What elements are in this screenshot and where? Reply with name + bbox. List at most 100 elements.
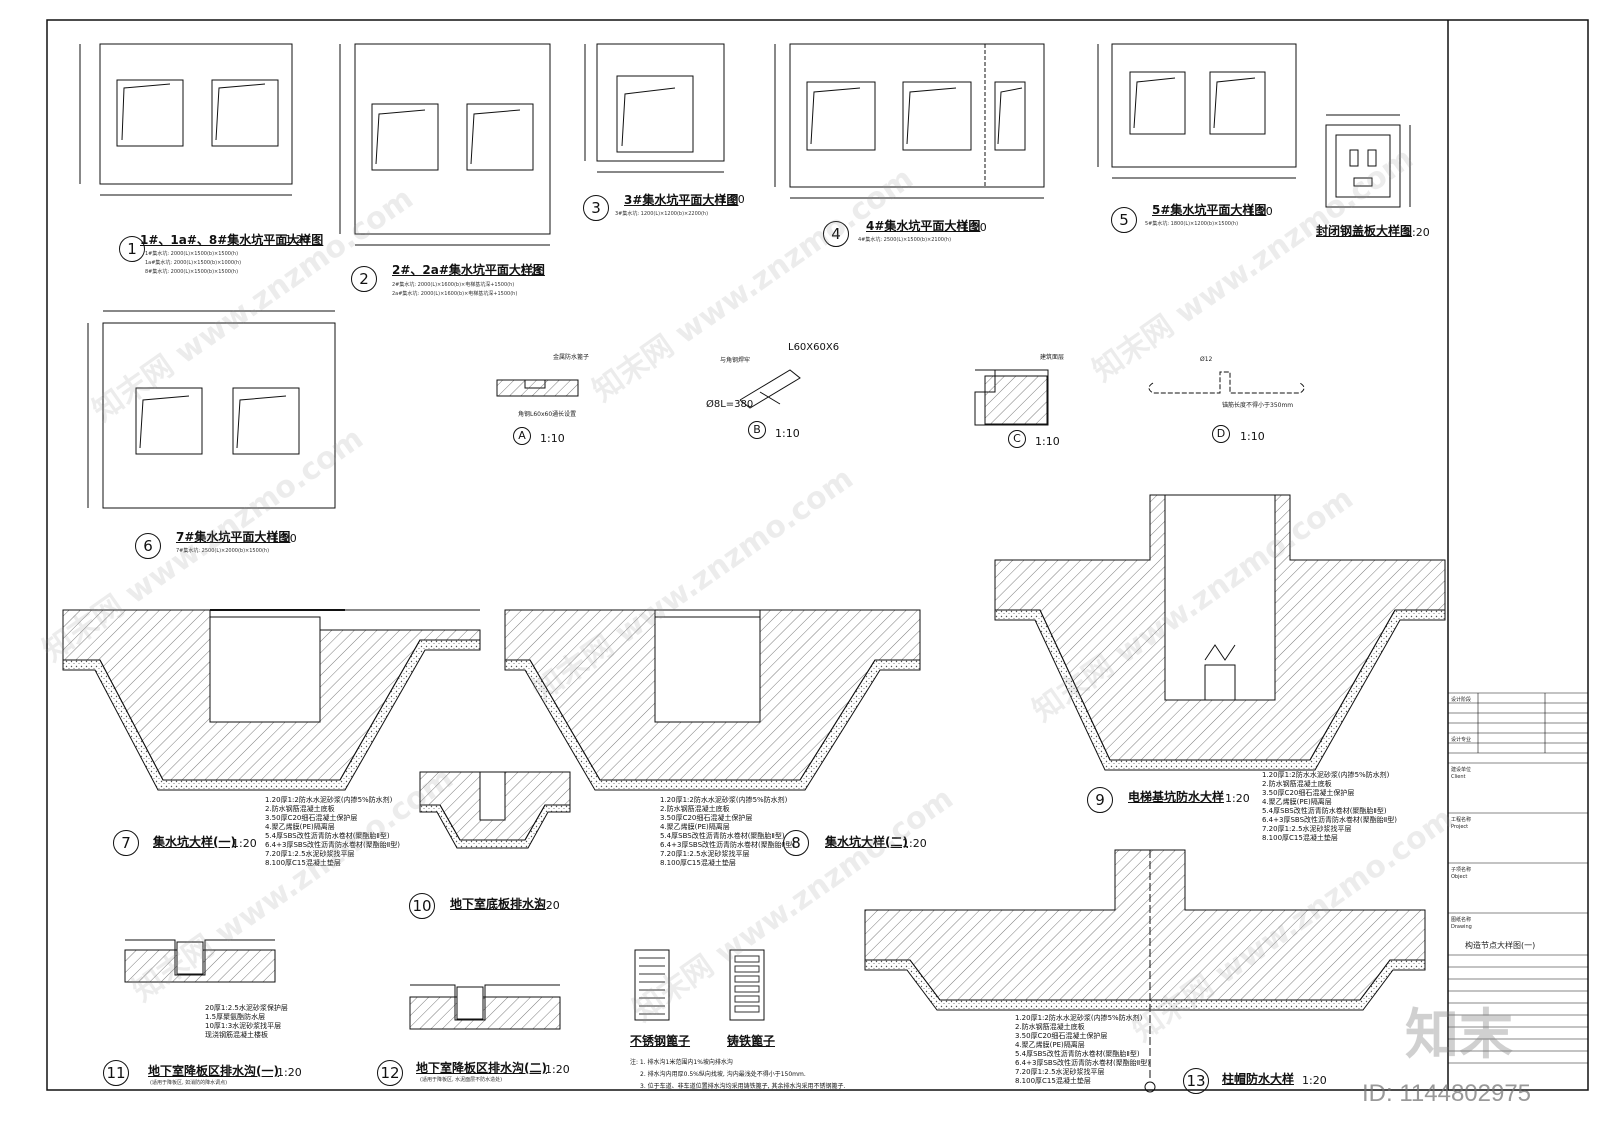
detail-number: 12 [377, 1060, 403, 1086]
title-block-label: Client [1451, 774, 1466, 780]
detail-title: 集水坑大样(一) [153, 835, 236, 849]
detail-number: 4 [823, 221, 849, 247]
layer-item: 5.4厚SBS改性沥青防水卷材(聚酯胎Ⅱ型) [1262, 807, 1387, 815]
layer-item: 7.20厚1:2.5水泥砂浆找平层 [660, 850, 750, 858]
layer-item: 6.4+3厚SBS改性沥青防水卷材(聚酯胎Ⅱ型) [1015, 1059, 1150, 1067]
detail-label: 锚筋长度不得小于350mm [1222, 402, 1294, 409]
layer-item: 1.5厚聚氨酯防水层 [205, 1013, 266, 1021]
title-block-label: 工程名称 [1451, 817, 1472, 823]
detail-number: B [748, 421, 766, 439]
layer-item: 4.聚乙烯膜(PE)隔离层 [1262, 798, 1332, 806]
general-note: 注: 1. 排水沟1米范围内1%坡向排水沟 [630, 1059, 733, 1066]
detail-scale: 1:20 [520, 265, 545, 278]
detail-label: 建筑面层 [1040, 354, 1065, 361]
detail-note: 7#集水坑: 2500(L)×2000(b)×1500(h) [176, 548, 270, 554]
detail-number: 2 [351, 266, 377, 292]
layer-item: 2.防水钢筋混凝土底板 [660, 805, 730, 813]
detail-note: 8#集水坑: 2000(L)×1500(b)×1500(h) [145, 269, 239, 275]
detail-scale: 1:20 [232, 837, 257, 850]
detail-note: (适用于降板区, 水泥面层不防水造处) [420, 1077, 503, 1083]
title-block-label: 设计专业 [1451, 737, 1472, 743]
layer-item: 5.4厚SBS改性沥青防水卷材(聚酯胎Ⅱ型) [660, 832, 785, 840]
detail-number: 7 [113, 830, 139, 856]
title-block-label: 建设单位 [1451, 767, 1472, 773]
detail-title: 3#集水坑平面大样图 [624, 193, 739, 207]
image-id: ID: 1144802975 [1362, 1080, 1532, 1107]
layer-item: 8.100厚C15混凝土垫层 [660, 859, 736, 867]
detail-number: 5 [1111, 207, 1137, 233]
detail-note: 1#集水坑: 2000(L)×1500(b)×1500(h) [145, 251, 239, 257]
detail-scale: 1:20 [535, 899, 560, 912]
layer-item: 20厚1:2.5水泥砂浆保护层 [205, 1004, 288, 1012]
general-note: 3. 位于车道、非车道位置排水沟均采用铸铁篦子, 其余排水沟采用不锈钢篦子. [640, 1083, 846, 1090]
detail-title: 地下室降板区排水沟(二) [416, 1061, 547, 1075]
layer-item: 3.50厚C20细石混凝土保护层 [265, 814, 358, 822]
detail-scale: 1:20 [545, 1063, 570, 1076]
detail-note: 5#集水坑: 1800(L)×1200(b)×1500(h) [1145, 221, 1239, 227]
detail-scale: 1:20 [277, 1066, 302, 1079]
layer-item: 8.100厚C15混凝土垫层 [1262, 834, 1338, 842]
detail-scale: 1:20 [902, 837, 927, 850]
title-block-label: 图纸名称 [1451, 917, 1472, 923]
general-note: 2. 排水沟内用厚0.5%纵向找坡, 沟内最浅处不得小于150mm. [640, 1071, 806, 1078]
detail-title: 柱帽防水大样 [1222, 1072, 1295, 1086]
detail-label: L60X60X6 [788, 342, 840, 353]
title-block-label: 子项名称 [1451, 867, 1472, 873]
detail-scale: 1:20 [1225, 792, 1250, 805]
layer-item: 现浇钢筋混凝土楼板 [205, 1031, 268, 1039]
layer-item: 7.20厚1:2.5水泥砂浆找平层 [265, 850, 355, 858]
layer-item: 6.4+3厚SBS改性沥青防水卷材(聚酯胎Ⅱ型) [1262, 816, 1397, 824]
detail-title: 2#、2a#集水坑平面大样图 [392, 263, 545, 277]
layer-item: 2.防水钢筋混凝土底板 [1262, 780, 1332, 788]
detail-label: 与角钢焊牢 [720, 357, 751, 364]
detail-scale: 1:10 [775, 427, 800, 440]
drawing-name: 构造节点大样图(一) [1465, 941, 1536, 950]
detail-title: 铸铁篦子 [727, 1034, 776, 1048]
detail-scale: 1:10 [1035, 435, 1060, 448]
detail-scale: 1:20 [1248, 205, 1273, 218]
layer-item: 3.50厚C20细石混凝土保护层 [1015, 1032, 1108, 1040]
detail-number: 3 [583, 195, 609, 221]
title-block-label: Object [1451, 874, 1468, 880]
detail-label: 角钢L60x60通长设置 [518, 411, 577, 418]
detail-note: (适用于降板区, 如消防的降水调点) [150, 1080, 228, 1086]
detail-number: 11 [103, 1060, 129, 1086]
detail-title: 电梯基坑防水大样 [1128, 790, 1225, 804]
layer-item: 3.50厚C20细石混凝土保护层 [660, 814, 753, 822]
detail-title: 7#集水坑平面大样图 [176, 530, 291, 544]
detail-scale: 1:20 [720, 193, 745, 206]
detail-scale: 1:20 [272, 532, 297, 545]
layer-item: 7.20厚1:2.5水泥砂浆找平层 [1015, 1068, 1105, 1076]
layer-item: 6.4+3厚SBS改性沥青防水卷材(聚酯胎Ⅱ型) [660, 841, 795, 849]
detail-scale: 1:20 [1302, 1074, 1327, 1087]
layer-item: 6.4+3厚SBS改性沥青防水卷材(聚酯胎Ⅱ型) [265, 841, 400, 849]
layer-item: 4.聚乙烯膜(PE)隔离层 [265, 823, 335, 831]
detail-note: 2a#集水坑: 2000(L)×1600(b)×电梯基坑深+1500(h) [392, 291, 518, 297]
detail-title: 不锈钢篦子 [630, 1034, 691, 1048]
detail-title: 1#、1a#、8#集水坑平面大样图 [140, 233, 324, 247]
detail-title: 5#集水坑平面大样图 [1152, 203, 1267, 217]
detail-title: 地下室底板排水沟 [450, 897, 547, 911]
detail-note: 4#集水坑: 2500(L)×1500(b)×2100(h) [858, 237, 952, 243]
detail-label: Ø8L=380 [706, 399, 754, 410]
detail-scale: 1:20 [285, 233, 310, 246]
title-block-label: 设计阶段 [1451, 697, 1472, 703]
layer-item: 7.20厚1:2.5水泥砂浆找平层 [1262, 825, 1352, 833]
layer-item: 8.100厚C15混凝土垫层 [265, 859, 341, 867]
detail-number: 10 [409, 893, 435, 919]
detail-number: 8 [783, 830, 809, 856]
detail-label: Ø12 [1200, 356, 1213, 363]
layer-item: 5.4厚SBS改性沥青防水卷材(聚酯胎Ⅱ型) [1015, 1050, 1140, 1058]
layer-item: 2.防水钢筋混凝土底板 [1015, 1023, 1085, 1031]
layer-item: 2.防水钢筋混凝土底板 [265, 805, 335, 813]
detail-scale: 1:20 [1405, 226, 1430, 239]
layer-item: 4.聚乙烯膜(PE)隔离层 [660, 823, 730, 831]
detail-number: 1 [119, 236, 145, 262]
detail-number: 6 [135, 533, 161, 559]
